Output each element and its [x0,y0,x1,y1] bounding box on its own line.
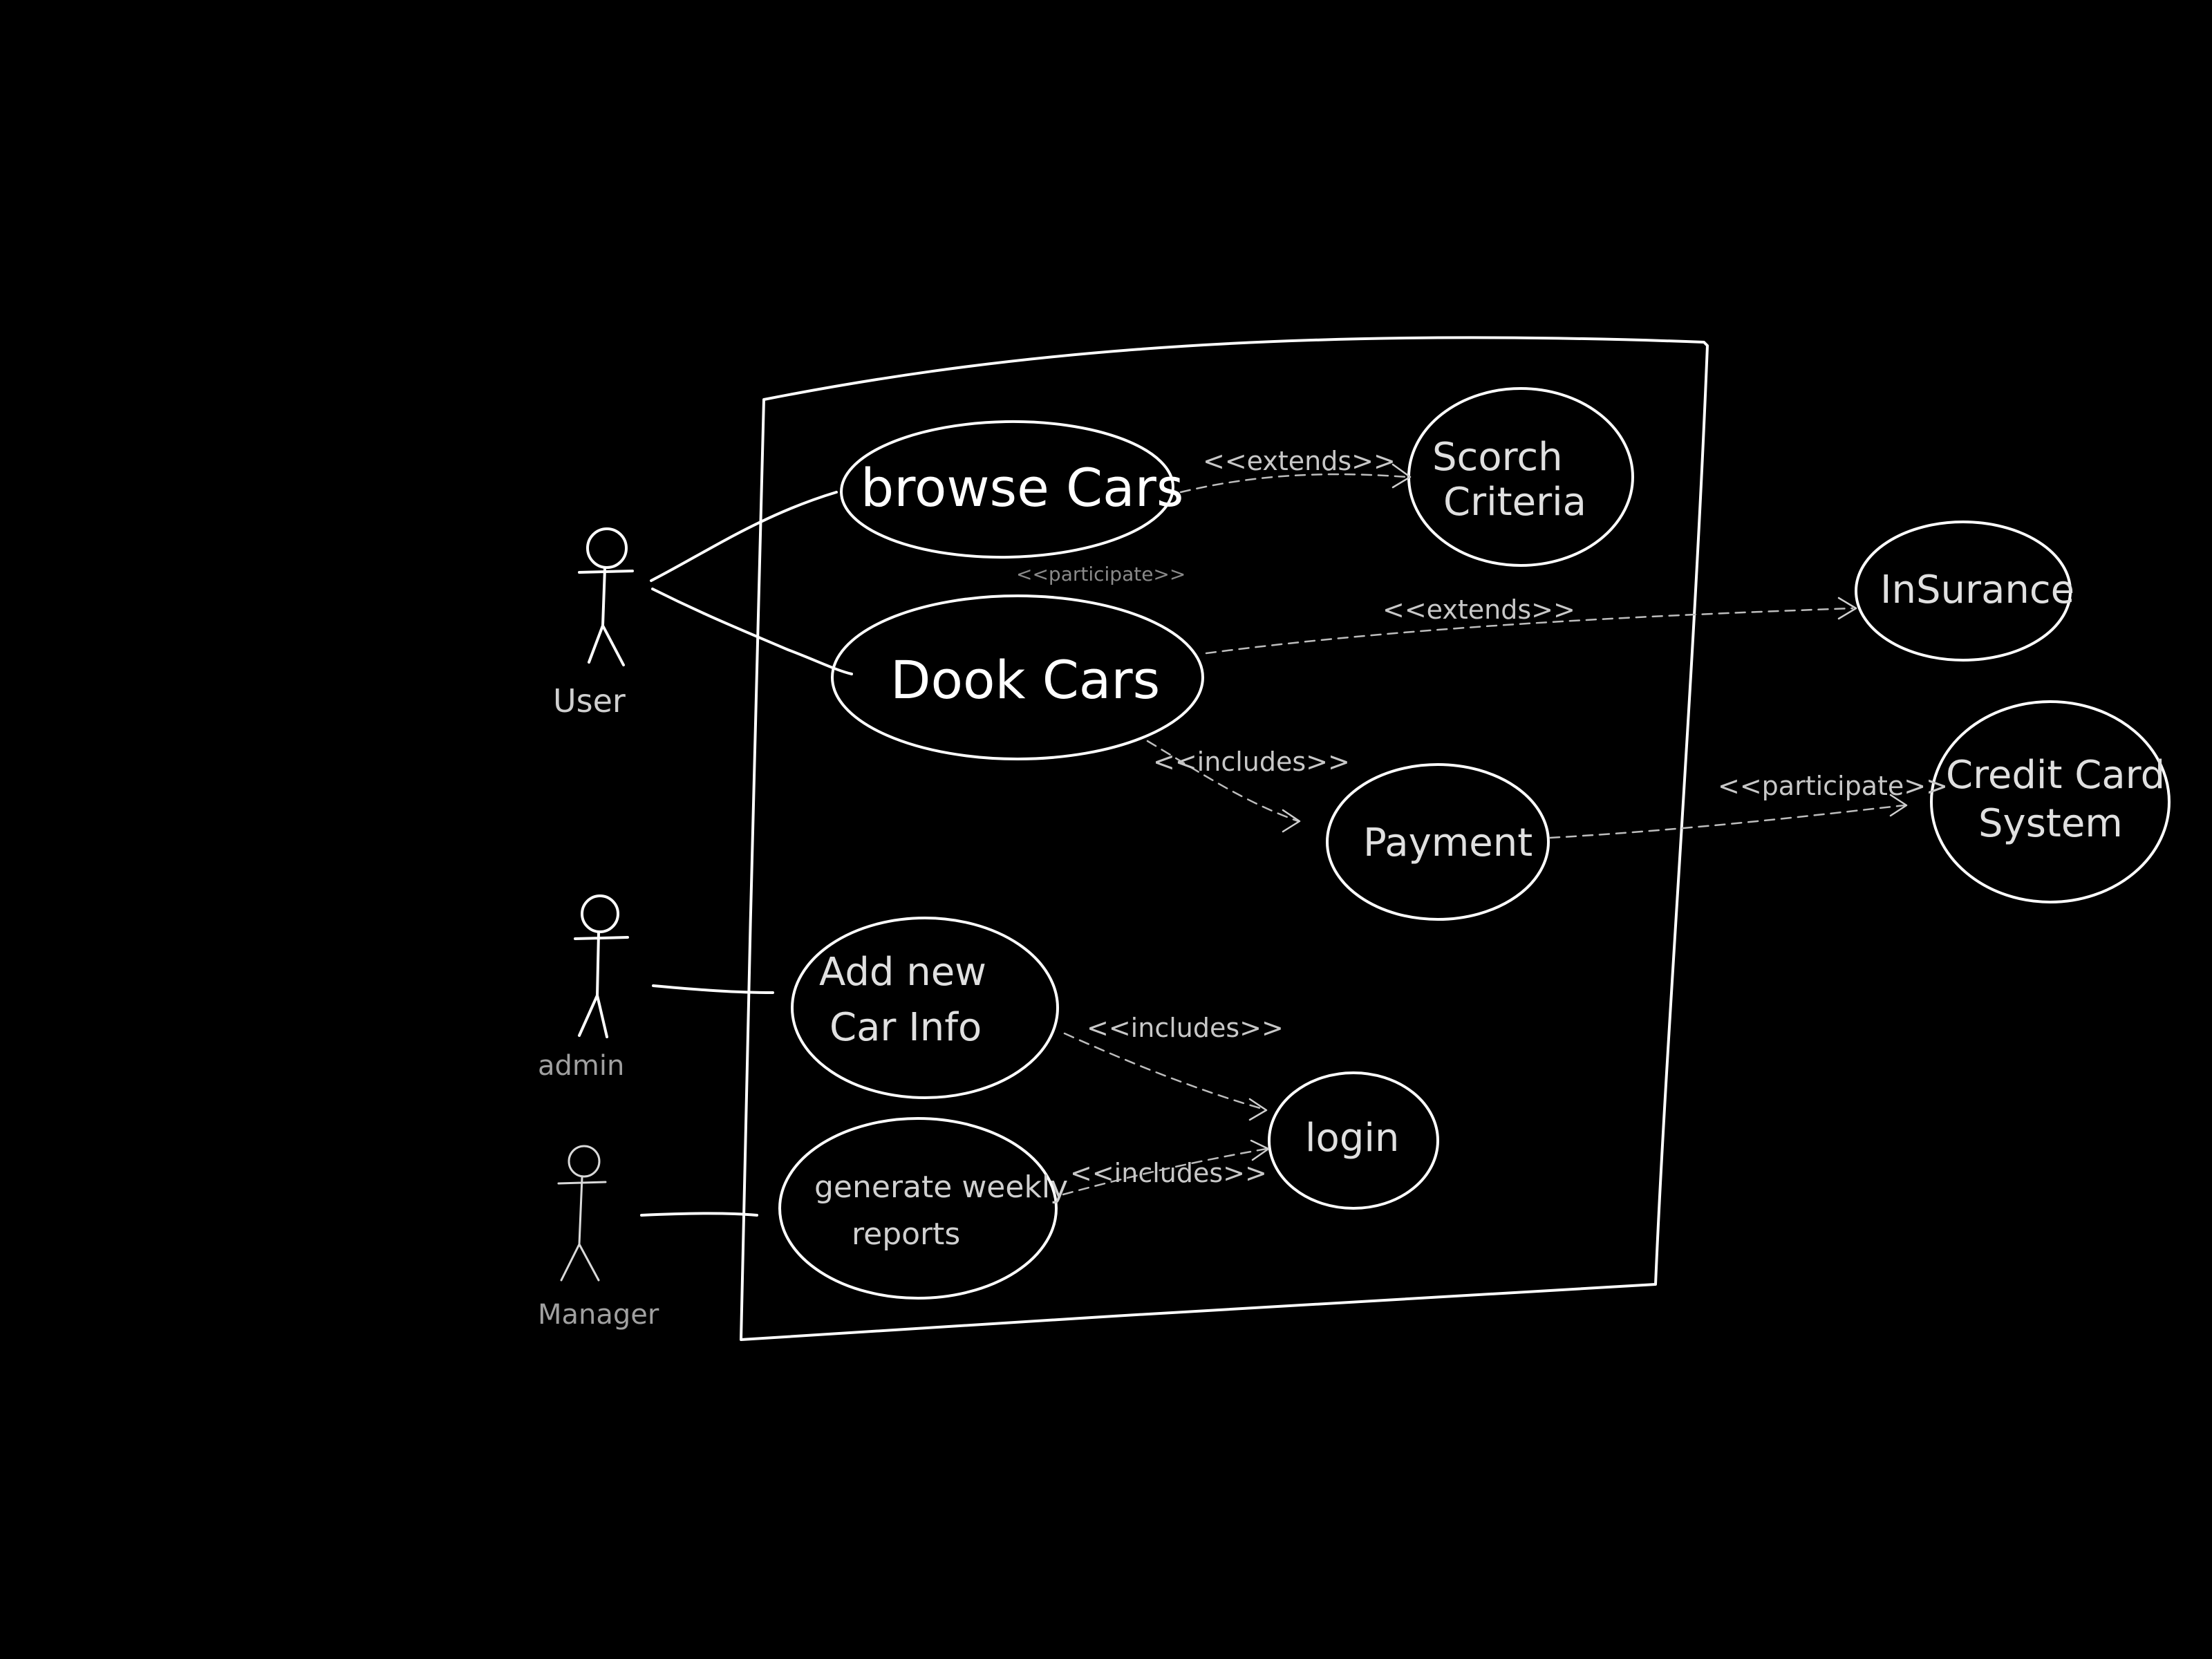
relation-browse-search-arrowhead [1391,463,1412,489]
association-admin-addcar [652,984,774,994]
relation-browse-book-participate-label: <<participate>> [1016,563,1185,585]
relation-book-insurance-arrowhead [1837,597,1857,620]
relation-reports-login-label: <<includes>> [1070,1158,1267,1188]
usecase-insurance-ellipse [1855,521,2072,662]
relation-book-payment-line [1146,740,1300,823]
actor-admin-head [581,894,619,933]
relation-book-payment-label: <<includes>> [1153,747,1350,777]
relation-addcar-includes-login: <<includes>> [1063,1013,1284,1121]
usecase-payment: Payment [1326,763,1550,921]
usecase-login-label: login [1305,1116,1399,1161]
system-boundary [740,336,1709,1341]
usecase-browse-cars: browse Cars [840,420,1183,559]
usecase-insurance: InSurance [1855,521,2074,662]
usecase-browse-cars-ellipse [840,420,1174,559]
actor-manager-label: Manager [538,1299,659,1331]
relation-browse-search-line [1179,473,1408,494]
relation-addcar-login-label: <<includes>> [1087,1013,1284,1043]
usecase-credit-card-ellipse [1930,700,2171,903]
usecase-add-car-info-line1: Add new [819,950,986,995]
usecase-generate-weekly-reports-line1: generate weekly [814,1170,1068,1205]
usecase-generate-weekly-reports: generate weekly reports [778,1117,1068,1300]
usecase-add-car-info-line2: Car Info [830,1005,982,1050]
usecase-book-cars: Dook Cars [831,594,1204,760]
relation-addcar-login-line [1063,1032,1266,1111]
usecase-search-criteria-line2: Criteria [1443,480,1586,525]
actor-manager-body [557,1177,607,1282]
relation-book-insurance-line [1205,607,1854,655]
relation-book-payment-arrowhead [1282,809,1301,833]
usecase-generate-weekly-reports-ellipse [778,1117,1058,1300]
actor-manager-head [568,1145,601,1178]
usecase-login: login [1268,1071,1439,1210]
actor-admin-body [574,932,629,1038]
relation-payment-credit-arrowhead [1889,794,1908,817]
relation-payment-credit-label: <<participate>> [1718,771,1948,801]
relation-payment-credit-line [1548,804,1906,839]
relation-browse-search-label: <<extends>> [1203,446,1396,476]
relation-book-extends-insurance: <<extends>> [1205,594,1857,655]
association-manager-reports [640,1212,758,1217]
usecase-generate-weekly-reports-line2: reports [852,1217,960,1252]
usecase-credit-card-line1: Credit Card [1946,753,2165,798]
usecase-credit-card-line2: System [1978,801,2123,846]
actor-user-label: User [553,682,626,720]
usecase-book-cars-label: Dook Cars [890,649,1160,711]
relation-addcar-login-arrowhead [1248,1098,1268,1121]
relation-book-includes-payment: <<includes>> [1146,740,1350,833]
relation-reports-login-arrowhead [1250,1139,1270,1161]
usecase-payment-ellipse [1326,763,1550,921]
actor-user: User [553,527,634,720]
actor-manager: Manager [538,1145,659,1331]
actor-admin-label: admin [538,1050,624,1082]
usecase-login-ellipse [1268,1071,1439,1210]
usecase-add-car-info: Add new Car Info [791,917,1059,1099]
usecase-insurance-label: InSurance [1880,568,2074,612]
association-user-browse [650,491,838,582]
usecase-search-criteria-line1: Scorch [1432,435,1563,480]
actor-user-body [578,567,634,666]
actor-user-head [586,527,628,569]
relation-payment-participate-credit: <<participate>> [1548,771,1948,839]
relation-book-insurance-label: <<extends>> [1382,594,1575,625]
usecase-credit-card-system: Credit Card System [1930,700,2171,903]
relation-browse-extends-search: <<extends>> [1179,446,1412,494]
usecase-payment-label: Payment [1363,821,1533,865]
usecase-search-criteria: Scorch Criteria [1407,387,1634,567]
usecase-add-car-info-ellipse [791,917,1059,1099]
relation-reports-login-line [1062,1147,1268,1196]
usecase-book-cars-ellipse [831,594,1204,760]
association-user-book [651,588,853,675]
usecase-browse-cars-label: browse Cars [861,457,1183,518]
actor-admin: admin [538,894,629,1082]
relation-reports-includes-login: <<includes>> [1062,1139,1270,1196]
